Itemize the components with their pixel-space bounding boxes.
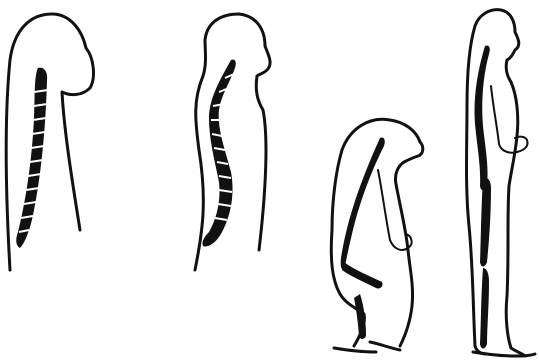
ape-torso-figure <box>0 0 120 290</box>
human-feet-outline <box>473 352 535 356</box>
human-arm-outline <box>491 86 528 153</box>
human-thigh-bone <box>480 177 491 266</box>
human-shin-bone <box>480 268 489 349</box>
chimp-leg-bone-lower <box>354 294 366 339</box>
chimp-leg-bone-upper <box>342 262 383 289</box>
human-torso-figure <box>185 0 285 280</box>
chimpanzee-figure <box>320 110 430 360</box>
human-body-outline <box>467 10 526 356</box>
chimp-spine <box>341 137 385 270</box>
ape-spine <box>16 68 47 248</box>
chimp-feet-outline <box>334 342 400 352</box>
human-spine-bone <box>474 45 489 190</box>
human-torso-outline <box>195 14 270 270</box>
human-figure <box>455 6 539 360</box>
